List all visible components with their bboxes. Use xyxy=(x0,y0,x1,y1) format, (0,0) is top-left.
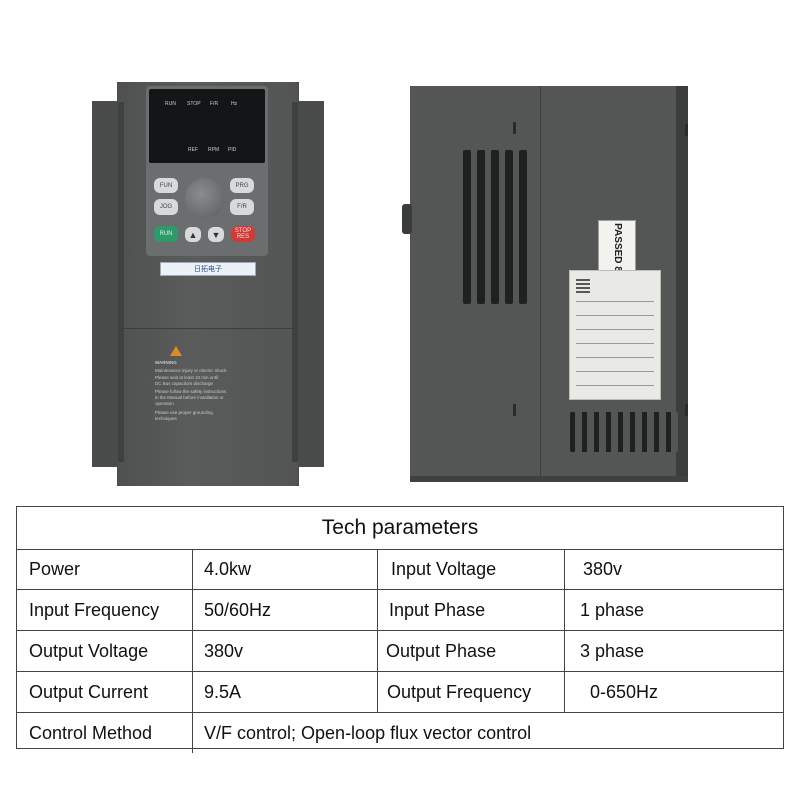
param-value: 3 phase xyxy=(580,640,645,661)
stop-key-label: STOP xyxy=(234,228,252,234)
param-label: Output Phase xyxy=(386,640,497,661)
qr-code-icon xyxy=(576,279,590,293)
passed-sticker: PASSED 8 xyxy=(598,220,636,274)
table-row: Output Voltage 380v Output Phase 3 phase xyxy=(17,631,783,672)
param-label: Input Voltage xyxy=(391,558,497,579)
warning-line: in the Manual before installation or xyxy=(155,395,224,400)
run-key: RUN xyxy=(154,226,178,242)
product-photo: RUN STOP F/R Hz REF RPM PID FUN PRG JOG … xyxy=(91,81,688,487)
param-value: V/F control; Open-loop flux vector contr… xyxy=(204,722,532,743)
param-label: Power xyxy=(29,558,81,579)
warning-line: Please wait at least 10 min until xyxy=(155,375,219,380)
warning-title: WARNING xyxy=(155,360,177,365)
cooling-vent xyxy=(505,150,513,304)
front-cover-seam xyxy=(118,328,298,329)
passed-sticker-text: PASSED 8 xyxy=(611,222,623,272)
cooling-vent xyxy=(519,150,527,304)
led-label-pid: PID xyxy=(228,147,237,153)
param-value: 9.5A xyxy=(204,681,242,702)
led-display xyxy=(149,89,265,163)
table-row: Input Frequency 50/60Hz Input Phase 1 ph… xyxy=(17,590,783,631)
res-key-label: RES xyxy=(236,234,250,240)
param-value: 0-650Hz xyxy=(590,681,659,702)
led-label-run: RUN xyxy=(165,101,176,107)
param-label: Control Method xyxy=(29,722,153,743)
up-arrow-icon: ▲ xyxy=(185,227,201,242)
param-label: Input Phase xyxy=(389,599,486,620)
param-label: Output Voltage xyxy=(29,640,149,661)
warning-line: Please use proper grounding xyxy=(155,410,213,415)
cooling-vent xyxy=(491,150,499,304)
stop-res-key: STOP RES xyxy=(231,226,255,242)
nameplate-label xyxy=(569,270,661,400)
table-title: Tech parameters xyxy=(17,507,783,550)
mounting-slot xyxy=(685,404,688,416)
mounting-slot xyxy=(685,124,688,136)
warning-label: WARNING Maintenance injury or electric s… xyxy=(150,344,276,434)
table-row: Output Current 9.5A Output Frequency 0-6… xyxy=(17,672,783,713)
cooling-vent xyxy=(463,150,471,304)
warning-line: operation xyxy=(155,401,174,406)
param-value: 50/60Hz xyxy=(204,599,272,620)
bottom-cooling-vent xyxy=(570,412,678,452)
prg-key: PRG xyxy=(230,178,254,193)
param-label: Input Frequency xyxy=(29,599,160,620)
warning-line: techniques xyxy=(155,416,177,421)
fr-key: F/R xyxy=(230,199,254,215)
led-label-fr: F/R xyxy=(210,101,219,107)
down-arrow-icon: ▼ xyxy=(208,227,224,242)
param-label: Output Frequency xyxy=(387,681,532,702)
param-value: 1 phase xyxy=(580,599,645,620)
led-label-stop: STOP xyxy=(187,101,201,107)
tech-parameters-table: Tech parameters Power 4.0kw Input Voltag… xyxy=(16,506,784,753)
warning-line: DC Bus capacitors discharge xyxy=(155,381,214,386)
param-value: 380v xyxy=(204,640,244,661)
fun-key: FUN xyxy=(154,178,178,193)
mounting-slot xyxy=(513,404,516,416)
brand-logo: 日拓电子 xyxy=(160,262,256,276)
warning-triangle-icon xyxy=(170,346,182,356)
param-value: 380v xyxy=(583,558,623,579)
param-value: 4.0kw xyxy=(204,558,252,579)
side-screw-knob xyxy=(402,204,412,234)
led-label-rpm: RPM xyxy=(208,147,220,153)
warning-line: Maintenance injury or electric shock xyxy=(155,368,227,373)
jog-key: JOG xyxy=(154,199,178,215)
mounting-slot xyxy=(513,122,516,134)
brand-name: 日拓电子 xyxy=(194,266,222,273)
table-row: Control Method V/F control; Open-loop fl… xyxy=(17,713,783,753)
led-label-hz: Hz xyxy=(231,101,238,107)
table-row: Power 4.0kw Input Voltage 380v xyxy=(17,549,783,590)
potentiometer-knob xyxy=(185,178,225,218)
led-label-ref: REF xyxy=(188,147,198,153)
warning-line: Please follow the safety instructions xyxy=(155,389,227,394)
cooling-vent xyxy=(477,150,485,304)
param-label: Output Current xyxy=(29,681,149,702)
